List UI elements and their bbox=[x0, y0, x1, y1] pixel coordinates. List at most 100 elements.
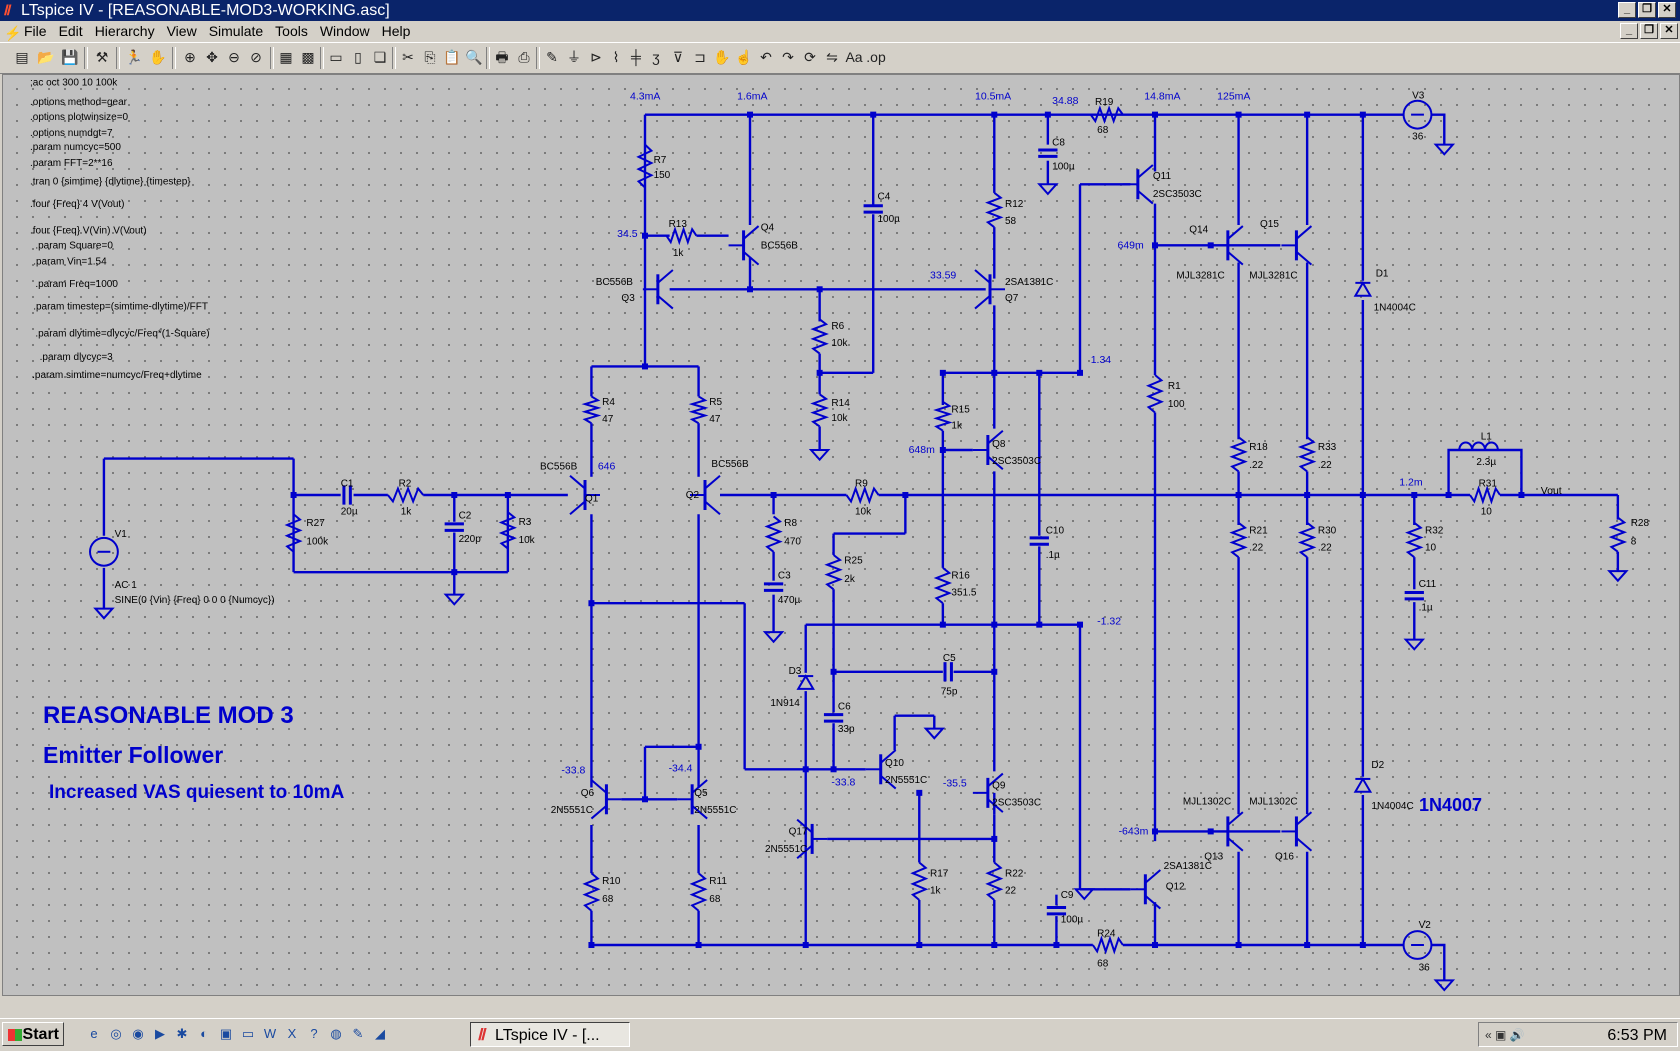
component-designator: C9 bbox=[1061, 890, 1074, 901]
component-designator: Q17 bbox=[789, 827, 808, 838]
label-net-icon[interactable]: ⊳ bbox=[590, 49, 602, 65]
zoom-in-icon[interactable]: ⊕ bbox=[184, 49, 196, 65]
word-icon[interactable]: W bbox=[263, 1026, 277, 1041]
open-icon[interactable]: 📂 bbox=[37, 49, 55, 65]
notepad-icon[interactable]: ✎ bbox=[352, 1026, 364, 1041]
ie-icon[interactable]: e bbox=[90, 1026, 98, 1041]
resistor-r33 bbox=[1297, 436, 1317, 473]
start-button[interactable]: Start bbox=[2, 1022, 64, 1046]
ground-icon[interactable]: ⏚ bbox=[567, 49, 581, 65]
mirror-icon[interactable]: ⇋ bbox=[826, 49, 838, 65]
horizontal-scrollbar[interactable] bbox=[2, 997, 1678, 1013]
doc-close-button[interactable]: ✕ bbox=[1660, 23, 1678, 39]
spice-directive-icon[interactable]: .op bbox=[866, 49, 886, 65]
app-icon[interactable]: ◍ bbox=[330, 1026, 342, 1041]
inductor-icon[interactable]: ʒ bbox=[652, 49, 660, 65]
draw-wire-icon[interactable]: ✎ bbox=[546, 49, 558, 65]
menu-help[interactable]: Help bbox=[381, 23, 411, 39]
folder-icon[interactable]: ▭ bbox=[241, 1026, 255, 1041]
paste-icon[interactable]: 📋 bbox=[443, 49, 461, 65]
transistor-q8 bbox=[972, 429, 1004, 471]
tile-vertical-icon[interactable]: ▯ bbox=[354, 49, 362, 65]
close-button[interactable]: ✕ bbox=[1658, 2, 1676, 18]
spice-directive: .param dlytime=dlycyc/Freq*(1-Square) bbox=[35, 328, 209, 339]
component-designator: C4 bbox=[878, 191, 891, 202]
chrome-icon[interactable]: ◐ bbox=[200, 1026, 208, 1041]
collector-lead bbox=[796, 818, 813, 834]
junction-dot bbox=[695, 942, 702, 948]
component-designator: R16 bbox=[951, 571, 970, 582]
junction-dot bbox=[1359, 111, 1366, 118]
menu-edit[interactable]: Edit bbox=[58, 23, 83, 39]
cmd-icon[interactable]: ▣ bbox=[219, 1026, 233, 1041]
component-value: 150 bbox=[654, 170, 671, 181]
menu-file[interactable]: File bbox=[24, 23, 47, 39]
capacitor-icon[interactable]: ╪ bbox=[631, 49, 641, 65]
find-icon[interactable]: 🔍 bbox=[465, 49, 483, 65]
drag-icon[interactable]: ☝ bbox=[735, 49, 753, 65]
menu-window[interactable]: Window bbox=[319, 23, 370, 39]
redo-icon[interactable]: ↷ bbox=[782, 49, 794, 65]
collector-lead bbox=[569, 474, 586, 490]
resistor-icon[interactable]: ⌇ bbox=[612, 49, 620, 65]
media-icon[interactable]: ◉ bbox=[132, 1026, 144, 1041]
tile-horizontal-icon[interactable]: ▭ bbox=[329, 49, 343, 65]
component-designator: R14 bbox=[831, 398, 850, 409]
junction-dot bbox=[1304, 492, 1311, 498]
transistor-q16 bbox=[1281, 811, 1313, 852]
menu-simulate[interactable]: Simulate bbox=[208, 23, 264, 39]
doc-minimize-button[interactable]: _ bbox=[1620, 23, 1638, 39]
component-value: 100µ bbox=[878, 214, 901, 225]
net-label: -1.32 bbox=[1097, 616, 1121, 628]
print-preview-icon[interactable]: 🖶 bbox=[495, 49, 509, 65]
player-icon[interactable]: ▶ bbox=[155, 1026, 165, 1041]
emitter-lead bbox=[657, 294, 674, 310]
grid-icon[interactable]: ▩ bbox=[301, 49, 315, 65]
move-icon[interactable]: ✋ bbox=[713, 49, 731, 65]
component-value: 68 bbox=[1097, 958, 1109, 969]
tool-icon[interactable]: ✱ bbox=[176, 1026, 188, 1041]
restore-button[interactable]: ❐ bbox=[1638, 2, 1656, 18]
cascade-icon[interactable]: ❏ bbox=[373, 49, 387, 65]
tray-icons[interactable]: « ▣ 🔊 bbox=[1485, 1028, 1525, 1042]
component-designator: R32 bbox=[1425, 526, 1444, 537]
document-icon[interactable]: ⚡ bbox=[4, 25, 22, 41]
rotate-icon[interactable]: ⟳ bbox=[804, 49, 816, 65]
menu-bar: ⚡ File Edit Hierarchy View Simulate Tools Wind… bbox=[0, 21, 1680, 41]
pan-icon[interactable]: ✥ bbox=[206, 49, 218, 65]
diode-icon[interactable]: ⊽ bbox=[672, 49, 684, 65]
excel-icon[interactable]: X bbox=[287, 1026, 297, 1041]
help-icon[interactable]: ? bbox=[310, 1026, 318, 1041]
resistor-r8 bbox=[764, 515, 783, 553]
undo-icon[interactable]: ↶ bbox=[760, 49, 772, 65]
component-value: .1µ bbox=[1046, 550, 1060, 561]
component-designator: C1 bbox=[341, 478, 354, 489]
net-label: Vout bbox=[1541, 485, 1562, 497]
cut-icon[interactable]: ✂ bbox=[402, 49, 414, 65]
zoom-fit-icon[interactable]: ⊘ bbox=[250, 49, 262, 65]
minimize-button[interactable]: _ bbox=[1618, 2, 1636, 18]
component-designator: R6 bbox=[831, 321, 844, 332]
menu-hierarchy[interactable]: Hierarchy bbox=[94, 23, 155, 39]
component-icon[interactable]: ⊐ bbox=[694, 49, 706, 65]
zoom-out-icon[interactable]: ⊖ bbox=[228, 49, 240, 65]
autorange-icon[interactable]: ▦ bbox=[279, 49, 293, 65]
doc-restore-button[interactable]: ❐ bbox=[1640, 23, 1658, 39]
toolbar: ▤ 📂 💾 ⚒ 🏃 ✋ ⊕ ✥ ⊖ ⊘ ▦ ▩ ▭ ▯ ❏ ✂ ⎘ 📋 🔍 🖶 … bbox=[0, 42, 1680, 74]
save-icon[interactable]: 💾 bbox=[61, 49, 79, 65]
control-panel-icon[interactable]: ⚒ bbox=[95, 49, 109, 65]
copy-icon[interactable]: ⎘ bbox=[424, 49, 436, 65]
component-value: 33p bbox=[838, 724, 855, 735]
print-icon[interactable]: ⎙ bbox=[518, 49, 530, 65]
junction-dot bbox=[695, 743, 702, 750]
run-icon[interactable]: 🏃 bbox=[125, 49, 143, 65]
browser-icon[interactable]: ◎ bbox=[110, 1026, 122, 1041]
schematic-canvas[interactable] bbox=[2, 74, 1680, 996]
menu-view[interactable]: View bbox=[166, 23, 197, 39]
halt-icon[interactable]: ✋ bbox=[149, 49, 167, 65]
menu-tools[interactable]: Tools bbox=[275, 23, 308, 39]
new-schematic-icon[interactable]: ▤ bbox=[15, 49, 29, 65]
shell-icon[interactable]: ◢ bbox=[375, 1026, 385, 1041]
text-icon[interactable]: Aa bbox=[845, 49, 863, 65]
